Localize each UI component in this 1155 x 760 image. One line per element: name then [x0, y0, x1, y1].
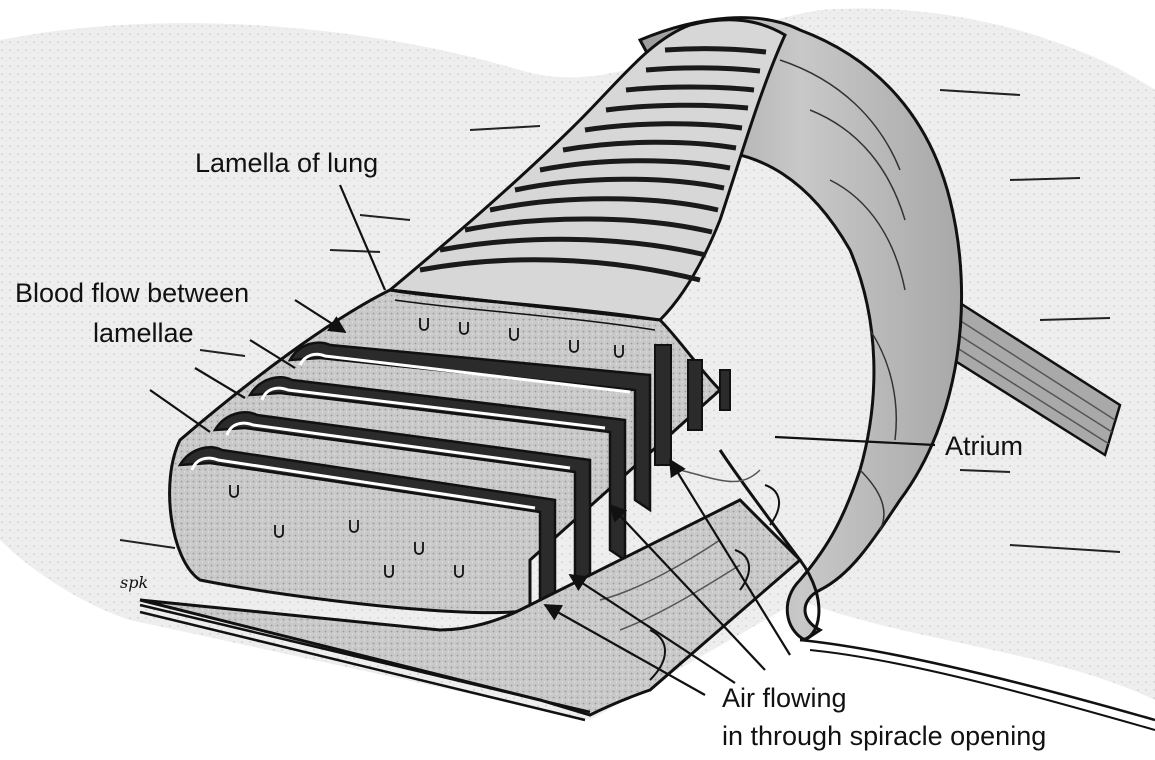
artist-signature: spk [120, 573, 148, 592]
label-air-flowing-line2: in through spiracle opening [722, 721, 1046, 751]
label-air-flowing-line1: Air flowing [722, 683, 847, 713]
label-atrium: Atrium [945, 431, 1023, 461]
svg-text:spk: spk [120, 573, 148, 592]
label-lamella-of-lung: Lamella of lung [195, 148, 378, 178]
label-blood-flow-line2: lamellae [93, 318, 194, 348]
label-blood-flow-line1: Blood flow between [15, 278, 249, 308]
